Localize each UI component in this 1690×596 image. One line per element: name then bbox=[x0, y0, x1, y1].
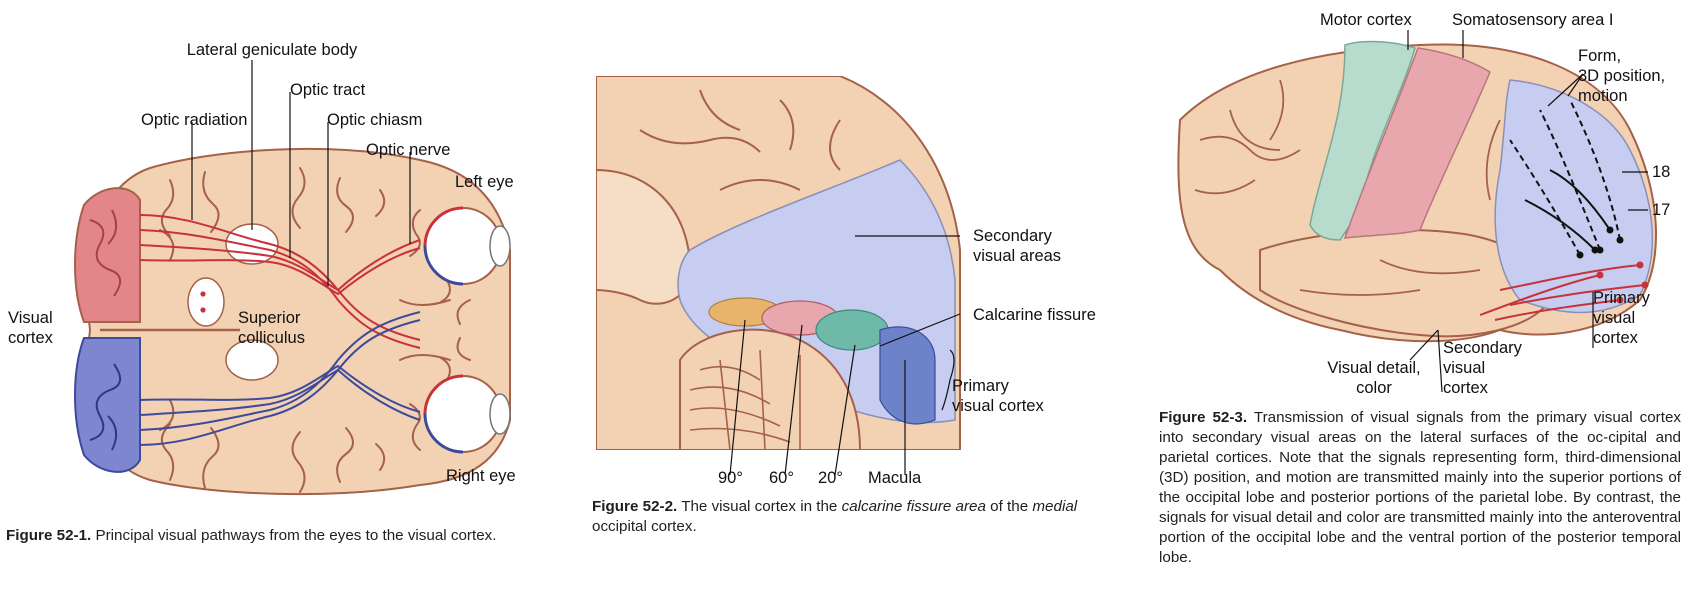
label-calcarine-fissure: Calcarine fissure bbox=[973, 306, 1096, 324]
label-macula: Macula bbox=[868, 469, 922, 487]
figure2-leaders bbox=[729, 235, 961, 476]
figure3-caption: Figure 52-3. Transmission of visual sign… bbox=[1159, 408, 1681, 568]
label-primary-visual-cortex-f3: Primary visual cortex bbox=[1593, 289, 1650, 347]
left-eye-globe bbox=[423, 206, 511, 286]
label-left-eye: Left eye bbox=[455, 173, 514, 191]
figure2-caption-d: medial bbox=[1032, 498, 1078, 515]
label-optic-chiasm: Optic chiasm bbox=[327, 111, 423, 129]
label-visual-cortex: Visual cortex bbox=[8, 309, 53, 347]
label-optic-radiation: Optic radiation bbox=[141, 111, 248, 129]
figure1-caption: Figure 52-1. Principal visual pathways f… bbox=[6, 526, 526, 546]
figure3-caption-text: Transmission of visual signals from the … bbox=[1159, 409, 1682, 566]
figure1-brain bbox=[74, 60, 511, 496]
label-area-17: 17 bbox=[1652, 201, 1671, 219]
figure2-caption: Figure 52-2. The visual cortex in the ca… bbox=[592, 497, 1112, 537]
label-primary-visual-cortex-f2: Primary visual cortex bbox=[952, 377, 1044, 415]
label-superior-colliculus: Superior colliculus bbox=[238, 309, 305, 347]
label-lateral-geniculate-body: Lateral geniculate body bbox=[186, 41, 358, 59]
label-optic-tract: Optic tract bbox=[290, 81, 366, 99]
label-motor-cortex: Motor cortex bbox=[1320, 11, 1412, 29]
figure3-number: Figure 52-3. bbox=[1159, 409, 1248, 426]
label-visual-detail-color: Visual detail, color bbox=[1327, 359, 1421, 397]
figure2-brain bbox=[596, 76, 961, 450]
figure3-brain bbox=[1177, 30, 1658, 393]
figure2-caption-c: of the bbox=[985, 498, 1033, 515]
figure2-caption-a: The visual cortex in the bbox=[681, 498, 842, 515]
figure2-caption-e: occipital cortex. bbox=[592, 518, 697, 535]
figure2-caption-b: calcarine fissure area bbox=[841, 498, 986, 515]
figure1-caption-text: Principal visual pathways from the eyes … bbox=[95, 527, 497, 544]
label-optic-nerve: Optic nerve bbox=[366, 141, 451, 159]
figure2-number: Figure 52-2. bbox=[592, 498, 678, 515]
label-form-3d-position-motion: Form, 3D position, motion bbox=[1578, 47, 1666, 105]
figure1-number: Figure 52-1. bbox=[6, 527, 92, 544]
label-secondary-visual-areas: Secondary visual areas bbox=[973, 227, 1062, 265]
label-somatosensory-area-i: Somatosensory area I bbox=[1452, 11, 1614, 29]
label-20-degrees: 20° bbox=[818, 469, 843, 487]
right-eye-globe bbox=[423, 374, 511, 454]
label-secondary-visual-cortex: Secondary visual cortex bbox=[1443, 339, 1522, 397]
label-right-eye: Right eye bbox=[446, 467, 516, 485]
label-60-degrees: 60° bbox=[769, 469, 794, 487]
label-90-degrees: 90° bbox=[718, 469, 743, 487]
label-area-18: 18 bbox=[1652, 163, 1671, 181]
